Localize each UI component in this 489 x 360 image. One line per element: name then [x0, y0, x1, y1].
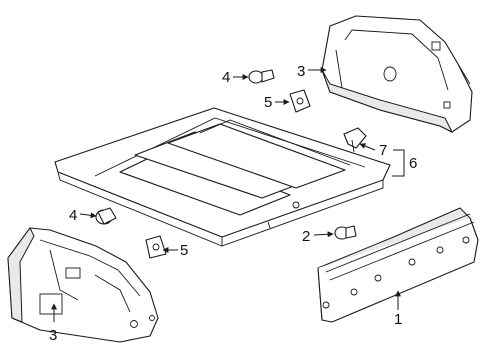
- bolt-fastener-bottom: [95, 207, 117, 225]
- callout-6: 6: [409, 155, 417, 172]
- callout-5-bottom: 5: [180, 242, 188, 259]
- callout-3-top: 3: [297, 63, 305, 80]
- clip-nut-bottom: [145, 235, 167, 259]
- bolt-fastener-top: [248, 69, 275, 84]
- callout-2: 2: [302, 228, 310, 245]
- leader-2: [313, 231, 334, 238]
- callout-4-bottom: 4: [69, 207, 77, 224]
- right-quarter-trim-panel: [321, 15, 473, 134]
- leader-7: [359, 143, 376, 151]
- callout-3-bottom: 3: [49, 327, 57, 344]
- callout-5-top: 5: [264, 94, 272, 111]
- left-quarter-trim-panel: [7, 227, 159, 343]
- callout-7: 7: [379, 142, 387, 159]
- bracket-6: [392, 149, 405, 177]
- rear-sill-plate: [317, 207, 479, 323]
- leader-4-bottom: [79, 212, 97, 219]
- retainer-clip: [343, 127, 367, 153]
- load-floor-panel: [54, 107, 391, 247]
- callout-1: 1: [394, 311, 402, 328]
- push-pin: [334, 225, 357, 240]
- callout-4-top: 4: [222, 69, 230, 86]
- clip-nut-top: [289, 89, 311, 113]
